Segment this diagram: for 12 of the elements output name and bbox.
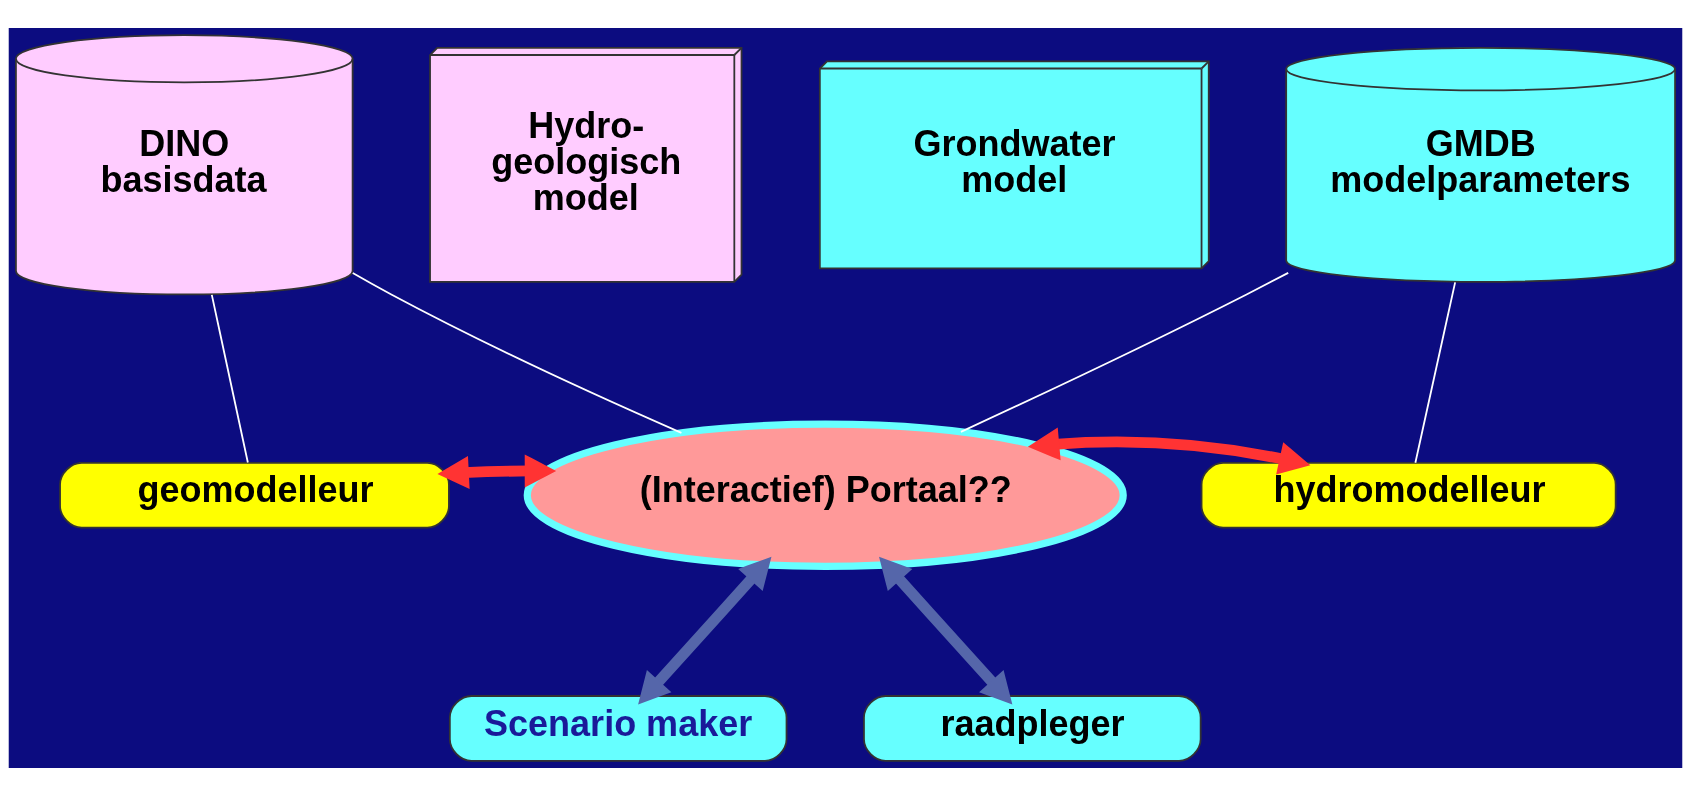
node-box: geomodelleur <box>59 461 450 529</box>
arrow <box>638 556 772 704</box>
arrow <box>879 556 1013 704</box>
arrow <box>437 453 557 489</box>
connector <box>351 271 683 434</box>
connector <box>1414 280 1457 464</box>
node-box: hydromodelleur <box>1200 461 1617 529</box>
connector <box>210 293 249 463</box>
connector <box>960 271 1290 433</box>
arrow <box>1027 426 1311 475</box>
node-box: Scenario maker <box>448 694 788 762</box>
node-box: raadpleger <box>863 694 1202 762</box>
